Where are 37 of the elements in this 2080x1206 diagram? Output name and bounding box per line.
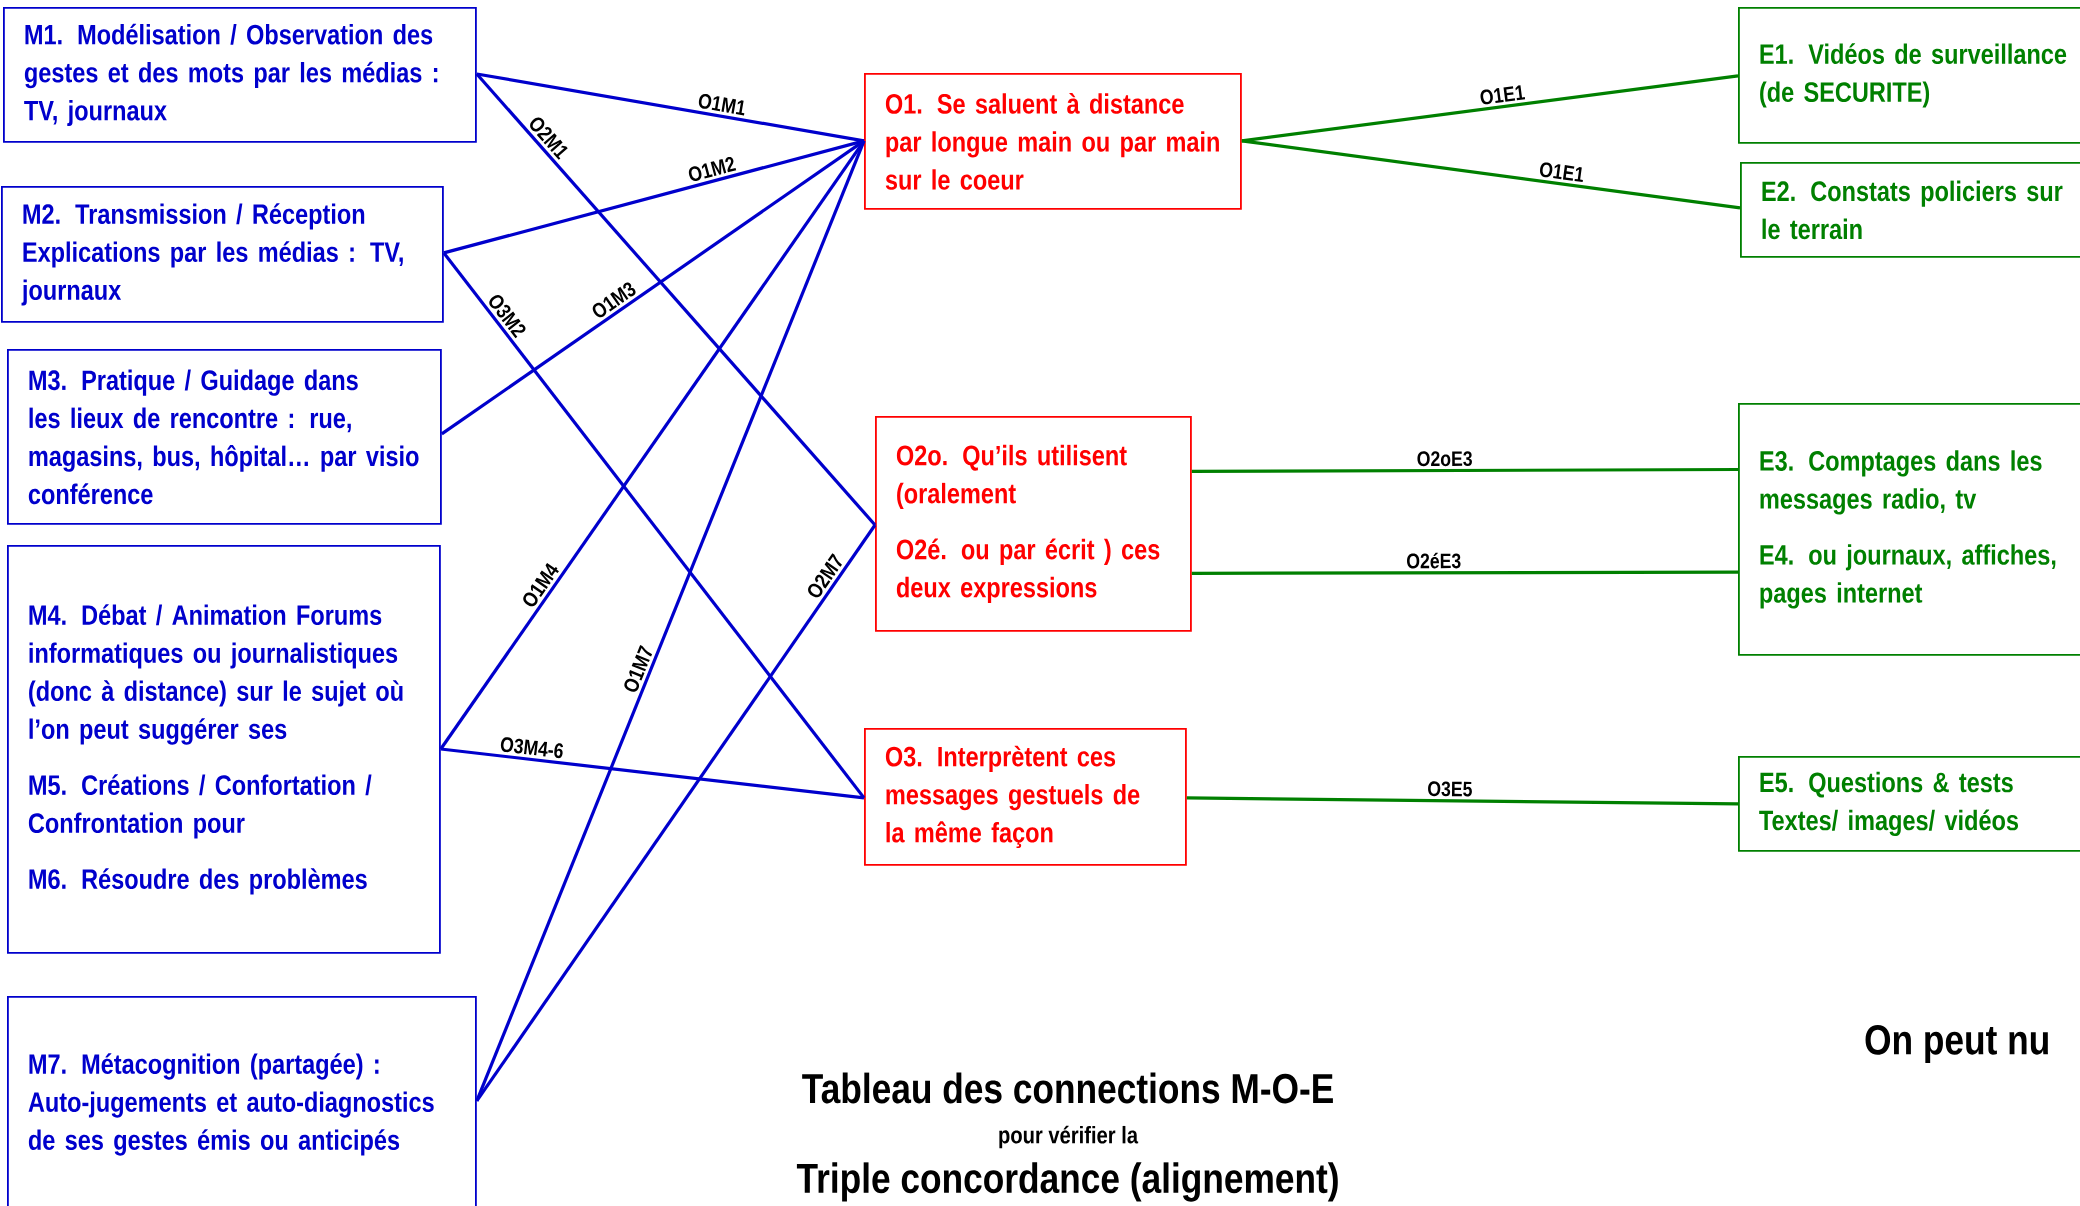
text-box: E3. Comptages dans les messages radio, tv E4. ou journaux, affiches, pages internet — [1738, 403, 2080, 656]
subtitle: pour vérifier la — [999, 1125, 1139, 1149]
edge-label: O1E1 — [1476, 82, 1528, 108]
connector-line — [475, 524, 877, 1102]
text-box: O1. Se saluent à distance par longue main ou par main sur le coeur — [864, 73, 1242, 210]
heading: Tableau des connections M-O-E — [802, 1072, 1333, 1104]
edge-label: O2oE3 — [1414, 449, 1475, 469]
edge-label: O1E1 — [1536, 159, 1588, 185]
text-box: E2. Constats policiers sur le terrain — [1740, 162, 2080, 258]
text-box: M4. Débat / Animation Forums informatiques ou journalistiques (donc à distance) sur le sujet où l’on peut suggérer ses M5. Créations / Confortation / Confrontation pour M6. Résoudre des problèmes — [7, 545, 441, 954]
subtitle: Triple concordance (alignement) — [796, 1162, 1338, 1202]
connector-line — [443, 139, 865, 255]
connector-line — [475, 140, 866, 1102]
note-text: On peut nu — [1865, 1025, 2048, 1064]
connector-line — [442, 251, 866, 799]
connector-line — [476, 72, 865, 143]
edge-label: O1M1 — [694, 90, 750, 119]
text-box: M1. Modélisation / Observation des gestes et des mots par les médias : TV, journaux — [3, 7, 477, 143]
text-box: O3. Interprètent ces messages gestuels de la même façon — [864, 728, 1187, 866]
edge-label: O3E5 — [1425, 779, 1475, 799]
text-box: M3. Pratique / Guidage dans les lieux de rencontre : rue, magasins, bus, hôpital… par visio conférence — [7, 349, 442, 525]
connector-line — [1191, 467, 1739, 474]
edge-label: O1M2 — [684, 153, 740, 185]
text-box: M2. Transmission / Réception Explications par les médias : TV, journaux — [1, 186, 444, 323]
text-box: M7. Métacognition (partagée) : Auto-jugements et auto-diagnostics de ses gestes émis ou anticipés — [7, 996, 477, 1206]
connector-line — [1241, 139, 1741, 210]
text-box: E5. Questions & tests Textes/ images/ vidéos — [1738, 756, 2080, 852]
text-box: E1. Vidéos de surveillance (de SECURITE) — [1738, 7, 2080, 144]
edge-label: O2éE3 — [1404, 550, 1464, 571]
connector-line — [440, 747, 865, 800]
edge-label: O3M4-6 — [497, 734, 567, 761]
text-box: O2o. Qu’ils utilisent (oralement O2é. ou par écrit ) ces deux expressions — [875, 416, 1192, 632]
connector-line — [1191, 570, 1739, 575]
edge-label: O1M7 — [619, 641, 657, 697]
connector-line — [1186, 796, 1739, 806]
connector-line — [1241, 74, 1739, 143]
connector-line — [475, 72, 877, 527]
